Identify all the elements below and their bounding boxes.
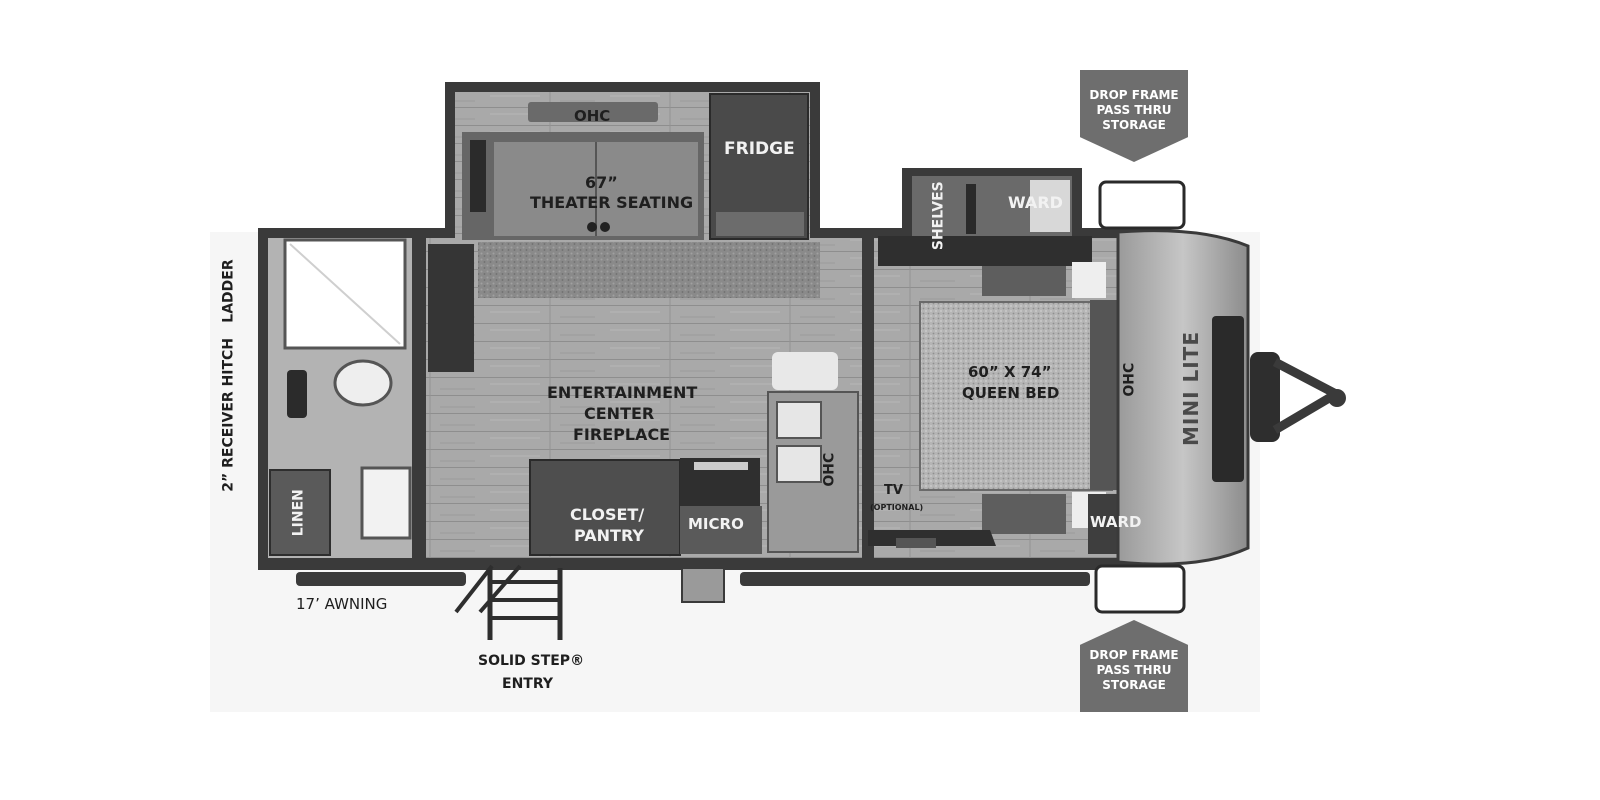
entertainment-cabinet — [428, 244, 474, 372]
awning-bar-right — [740, 572, 1090, 586]
sink-2 — [776, 445, 822, 483]
overhead-cabinet-top — [528, 102, 658, 122]
awning-bar-left — [296, 572, 466, 586]
label-entertainment-2: CENTER — [584, 404, 655, 423]
bedroom-partition — [862, 238, 874, 558]
label-ward-top: WARD — [1008, 193, 1063, 212]
closet-pantry — [529, 459, 681, 556]
label-linen: LINEN — [290, 489, 307, 537]
label-tv: TV — [884, 483, 903, 498]
label-micro: MICRO — [688, 515, 744, 533]
label-step-1: SOLID STEP® — [478, 653, 585, 669]
drop-frame-text-top: DROP FRAME PASS THRU STORAGE — [1089, 88, 1179, 132]
label-fridge: FRIDGE — [724, 139, 795, 159]
cap-window — [1212, 316, 1244, 482]
bath-cabinet — [287, 370, 307, 418]
label-closet-2: PANTRY — [574, 526, 644, 545]
overhead-cabinet-front — [1090, 300, 1120, 490]
label-closet-1: CLOSET/ — [570, 505, 645, 524]
shelves-unit — [878, 236, 1092, 266]
drop-frame-text-bottom: DROP FRAME PASS THRU STORAGE — [1089, 648, 1179, 692]
entry-steps — [454, 564, 563, 640]
label-entertainment-3: FIREPLACE — [573, 425, 671, 444]
propane-top — [1098, 180, 1186, 230]
counter-ext — [772, 352, 838, 390]
label-step-2: ENTRY — [502, 676, 553, 692]
toilet — [333, 359, 393, 407]
label-entertainment-1: ENTERTAINMENT — [547, 383, 698, 402]
microwave — [680, 506, 762, 554]
label-ward-front: WARD — [1090, 513, 1142, 531]
utility-box — [681, 567, 725, 603]
a-frame — [1272, 358, 1341, 434]
label-ohc-top: OHC — [574, 107, 611, 125]
coupler — [1328, 389, 1346, 407]
brand-logo: MINI LITE — [1179, 331, 1203, 446]
label-ohc-kitchen: OHC — [821, 452, 838, 487]
label-shelves: SHELVES — [930, 181, 947, 251]
linen-closet — [269, 469, 331, 556]
propane-bottom — [1094, 564, 1186, 614]
jack — [1250, 352, 1280, 442]
label-theater: THEATER SEATING — [530, 193, 694, 212]
label-ladder: LADDER — [220, 259, 237, 323]
bath-sink — [360, 466, 412, 540]
label-hitch: 2” RECEIVER HITCH — [220, 337, 237, 492]
sink-1 — [776, 401, 822, 439]
label-tv-optional: (OPTIONAL) — [870, 503, 924, 512]
label-awning: 17’ AWNING — [296, 595, 388, 613]
label-theater-size: 67” — [585, 173, 618, 192]
label-ohc-front: OHC — [1121, 362, 1138, 397]
carpet — [478, 242, 820, 298]
bath-partition — [412, 238, 426, 558]
queen-bed — [919, 301, 1113, 491]
label-bed: QUEEN BED — [962, 384, 1060, 402]
label-bed-size: 60” X 74” — [968, 363, 1052, 381]
